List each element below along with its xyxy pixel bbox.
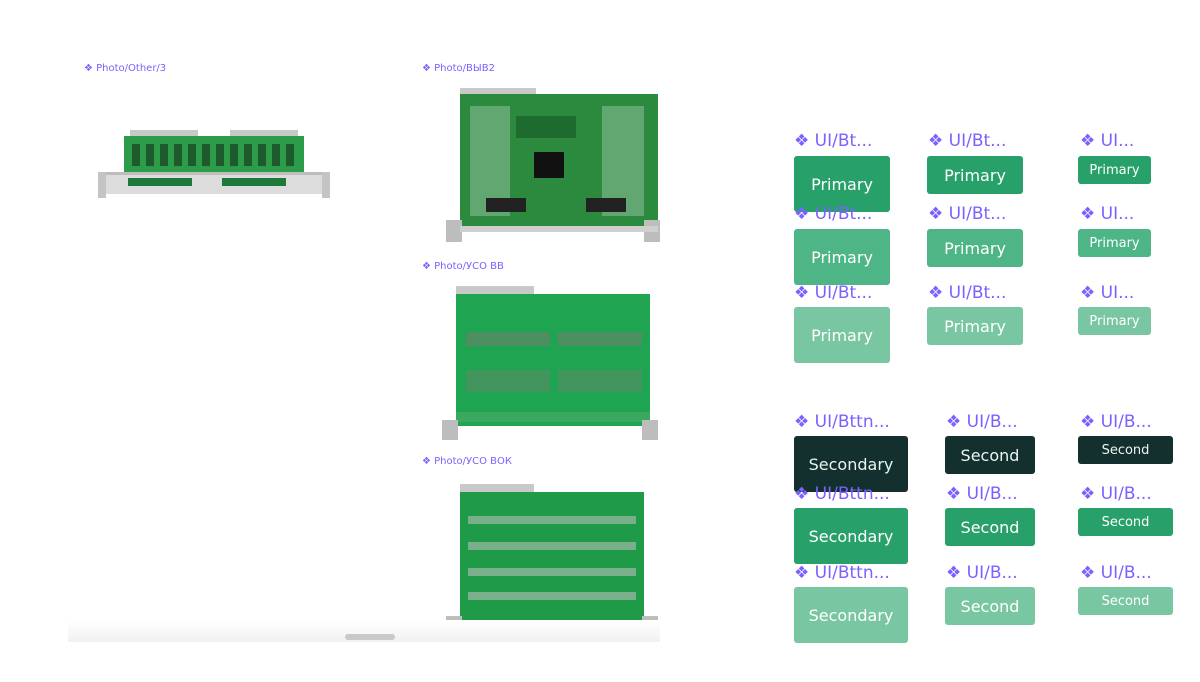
primary-button-large-disabled[interactable]: Primary <box>794 307 890 363</box>
layer-label-primary-small[interactable]: ❖ UI... <box>1080 204 1135 224</box>
layer-label-photo-vyv2[interactable]: ❖ Photo/ВЫВ2 <box>422 63 495 74</box>
primary-button-small-default[interactable]: Primary <box>1078 156 1151 184</box>
primary-button-medium-disabled[interactable]: Primary <box>927 307 1023 345</box>
artboard-bottom-edge <box>68 620 660 642</box>
layer-label-primary-large[interactable]: ❖ UI/Bt... <box>794 204 873 224</box>
circuit-board-photo-other-3[interactable] <box>98 126 330 202</box>
secondary-button-large-hover[interactable]: Secondary <box>794 508 908 564</box>
circuit-board-photo-uso-vv[interactable] <box>442 286 660 442</box>
scrollbar-handle[interactable] <box>345 634 395 640</box>
secondary-button-medium-hover[interactable]: Second <box>945 508 1035 546</box>
secondary-button-large-default[interactable]: Secondary <box>794 436 908 492</box>
primary-button-medium-hover[interactable]: Primary <box>927 229 1023 267</box>
primary-button-large-hover[interactable]: Primary <box>794 229 890 285</box>
layer-label-secondary-medium[interactable]: ❖ UI/B... <box>946 563 1018 583</box>
layer-label-secondary-large[interactable]: ❖ UI/Bttn... <box>794 563 890 583</box>
secondary-button-small-hover[interactable]: Second <box>1078 508 1173 536</box>
layer-label-primary-small[interactable]: ❖ UI... <box>1080 131 1135 151</box>
layer-label-secondary-large[interactable]: ❖ UI/Bttn... <box>794 412 890 432</box>
primary-button-medium-default[interactable]: Primary <box>927 156 1023 194</box>
primary-button-small-disabled[interactable]: Primary <box>1078 307 1151 335</box>
circuit-board-photo-vyv2[interactable] <box>446 86 660 244</box>
secondary-button-medium-disabled[interactable]: Second <box>945 587 1035 625</box>
layer-label-secondary-small[interactable]: ❖ UI/B... <box>1080 412 1152 432</box>
layer-label-secondary-small[interactable]: ❖ UI/B... <box>1080 563 1152 583</box>
primary-button-small-hover[interactable]: Primary <box>1078 229 1151 257</box>
layer-label-secondary-medium[interactable]: ❖ UI/B... <box>946 484 1018 504</box>
secondary-button-medium-default[interactable]: Second <box>945 436 1035 474</box>
primary-button-large-default[interactable]: Primary <box>794 156 890 212</box>
circuit-board-photo-uso-vok[interactable] <box>446 484 660 636</box>
layer-label-primary-large[interactable]: ❖ UI/Bt... <box>794 283 873 303</box>
layer-label-primary-medium[interactable]: ❖ UI/Bt... <box>928 131 1007 151</box>
layer-label-primary-medium[interactable]: ❖ UI/Bt... <box>928 204 1007 224</box>
layer-label-secondary-small[interactable]: ❖ UI/B... <box>1080 484 1152 504</box>
secondary-button-large-disabled[interactable]: Secondary <box>794 587 908 643</box>
layer-label-primary-large[interactable]: ❖ UI/Bt... <box>794 131 873 151</box>
layer-label-photo-other-3[interactable]: ❖ Photo/Other/3 <box>84 63 167 74</box>
layer-label-primary-medium[interactable]: ❖ UI/Bt... <box>928 283 1007 303</box>
layer-label-photo-uso-vv[interactable]: ❖ Photo/УСО ВВ <box>422 261 504 272</box>
layer-label-primary-small[interactable]: ❖ UI... <box>1080 283 1135 303</box>
layer-label-photo-uso-vok[interactable]: ❖ Photo/УСО ВОК <box>422 456 512 467</box>
layer-label-secondary-medium[interactable]: ❖ UI/B... <box>946 412 1018 432</box>
secondary-button-small-disabled[interactable]: Second <box>1078 587 1173 615</box>
layer-label-secondary-large[interactable]: ❖ UI/Bttn... <box>794 484 890 504</box>
secondary-button-small-default[interactable]: Second <box>1078 436 1173 464</box>
